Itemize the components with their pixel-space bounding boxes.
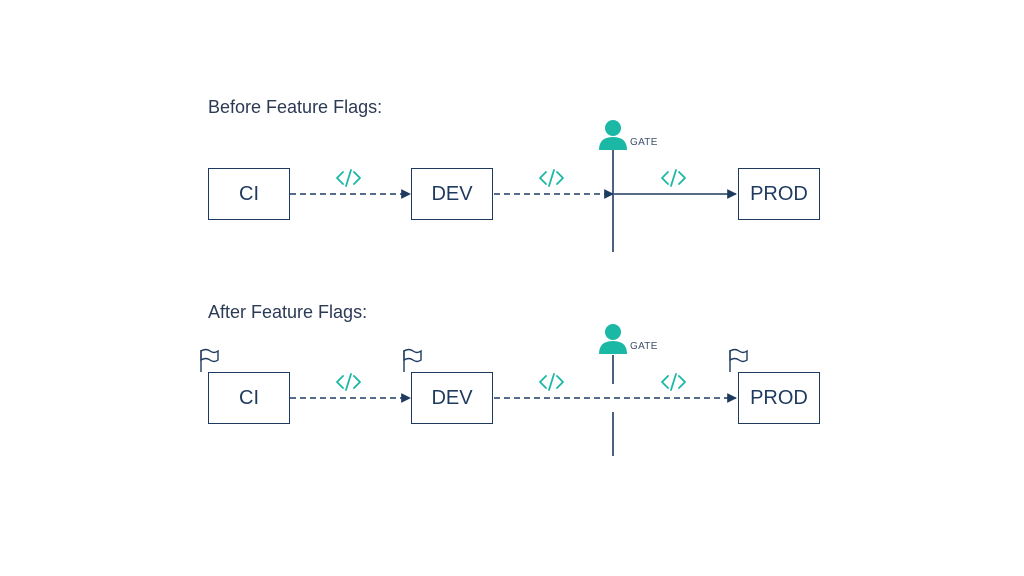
ci-flag-icon [200, 348, 219, 372]
before-ci-label: CI [239, 182, 259, 205]
after-ci-label: CI [239, 386, 259, 409]
before-dev-box: DEV [411, 168, 493, 220]
before-prod-box: PROD [738, 168, 820, 220]
after-dev-gate-code-icon [539, 373, 564, 391]
prod-flag-icon [729, 348, 748, 372]
after-ci-dev-code-icon [336, 373, 361, 391]
before-ci-dev-code-icon [336, 169, 361, 187]
code-icons [336, 169, 686, 391]
before-ci-box: CI [208, 168, 290, 220]
before-dev-label: DEV [431, 182, 473, 205]
before-gate-person-icon [599, 120, 627, 150]
after-heading: After Feature Flags: [208, 302, 368, 322]
before-heading: Before Feature Flags: [208, 97, 383, 117]
before-prod-label: PROD [750, 182, 808, 205]
after-gate-prod-code-icon [661, 373, 686, 391]
before-gate-label: GATE [630, 137, 658, 148]
after-gate-person-icon [599, 324, 627, 354]
before-gate-prod-code-icon [661, 169, 686, 187]
after-prod-label: PROD [750, 386, 808, 409]
before-dev-gate-code-icon [539, 169, 564, 187]
after-gate-label: GATE [630, 341, 658, 352]
after-prod-box: PROD [738, 372, 820, 424]
after-dev-box: DEV [411, 372, 493, 424]
after-dev-label: DEV [431, 386, 473, 409]
dev-flag-icon [403, 348, 422, 372]
after-ci-box: CI [208, 372, 290, 424]
